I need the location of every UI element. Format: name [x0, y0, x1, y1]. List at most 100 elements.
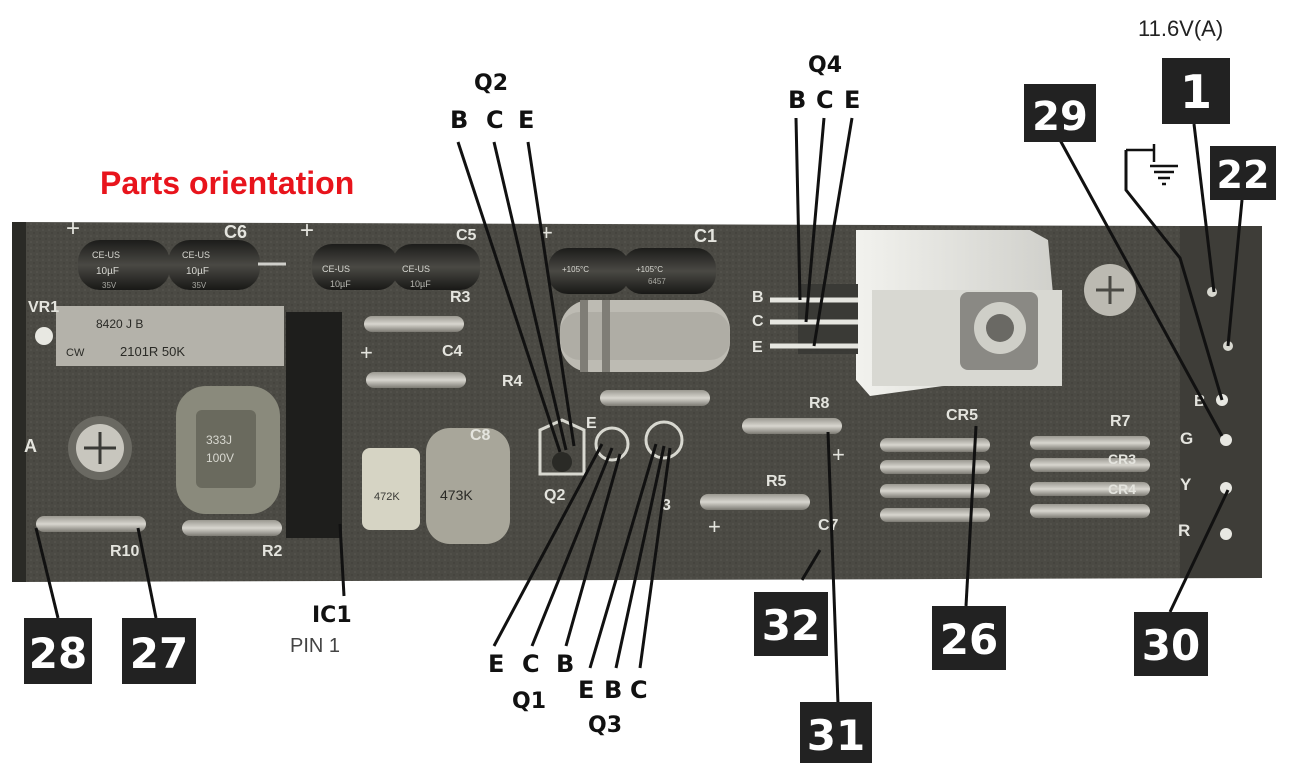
- vr-marking: CW: [66, 347, 85, 359]
- resistors: [36, 316, 1150, 536]
- q1-pin-b: B: [556, 650, 574, 678]
- q1-pin-c: C: [522, 650, 540, 678]
- tag-27-text: 27: [130, 629, 188, 678]
- tag-27: 27: [122, 618, 196, 684]
- silkscreen-q2: Q2: [544, 487, 565, 504]
- cap-marking: +105°C: [636, 265, 663, 274]
- transistor-q3: [644, 420, 684, 460]
- screw-right: [1084, 264, 1136, 316]
- silkscreen-r3: R3: [450, 289, 471, 306]
- tag-30-text: 30: [1142, 621, 1200, 670]
- silkscreen-c7: C7: [818, 517, 839, 534]
- tag-29-text: 29: [1032, 94, 1088, 140]
- heatsink: [856, 230, 1062, 396]
- silkscreen-wire-y: Y: [1180, 475, 1192, 494]
- tag-32-text: 32: [762, 601, 820, 650]
- q3-pin-b: B: [604, 676, 622, 704]
- silkscreen-c8: C8: [470, 427, 491, 444]
- cap-marking: 100V: [206, 451, 234, 465]
- silkscreen-wire-r: R: [1178, 521, 1190, 540]
- tag-1: 1: [1162, 58, 1230, 124]
- silkscreen-plus: +: [832, 442, 845, 467]
- silkscreen-a: A: [24, 436, 37, 456]
- q3-pin-e: E: [578, 676, 594, 704]
- cap-marking: 10µF: [96, 266, 119, 277]
- silkscreen-q4-e: E: [752, 339, 763, 356]
- tag-29: 29: [1024, 84, 1096, 142]
- cap-marking: 10µF: [330, 279, 351, 289]
- capacitor-c2: 333J 100V: [176, 386, 280, 514]
- ground-icon: [1126, 144, 1178, 186]
- capacitor-c1: +105°C +105°C 6457: [548, 248, 716, 294]
- tag-28-text: 28: [29, 629, 87, 678]
- cap-marking: CE-US: [92, 250, 120, 260]
- ic1-pin-label: PIN 1: [290, 635, 340, 657]
- cap-marking: +105°C: [562, 265, 589, 274]
- q4-label: Q4: [808, 53, 842, 78]
- cap-marking: 6457: [648, 277, 666, 286]
- q1-label: Q1: [512, 689, 546, 714]
- silkscreen-wire-b: B: [1194, 393, 1206, 410]
- power-resistor: [560, 300, 730, 372]
- tag-32: 32: [754, 592, 828, 656]
- diagram-title: Parts orientation: [100, 165, 354, 201]
- cap-marking: CE-US: [402, 264, 430, 274]
- cap-marking: CE-US: [182, 250, 210, 260]
- silkscreen-cr3: CR3: [1108, 451, 1136, 467]
- screw-left: [68, 416, 132, 480]
- silkscreen-r2: R2: [262, 543, 283, 560]
- tag-26-text: 26: [940, 615, 998, 664]
- silkscreen-q3: 3: [662, 497, 671, 514]
- cap-marking: 473K: [440, 487, 473, 503]
- silkscreen-c5: C5: [456, 227, 477, 244]
- silkscreen-cr4: CR4: [1108, 481, 1136, 497]
- q2-label: Q2: [474, 71, 508, 96]
- vr-marking: 2101R 50K: [120, 344, 185, 359]
- ic1-label: IC1: [312, 603, 352, 628]
- silkscreen-q4-b: B: [752, 289, 764, 306]
- tag-26: 26: [932, 606, 1006, 670]
- tag-1-text: 1: [1180, 65, 1212, 119]
- q4-pin-c: C: [816, 86, 834, 114]
- tag-22-text: 22: [1217, 153, 1270, 197]
- tag-30: 30: [1134, 612, 1208, 676]
- q4-pin-b: B: [788, 86, 806, 114]
- leader-lines: [34, 117, 1244, 705]
- silkscreen-c1: C1: [694, 226, 717, 246]
- silkscreen-wire-g: G: [1180, 429, 1193, 448]
- q2-pin-c: C: [486, 106, 504, 134]
- capacitor-c6: CE-US CE-US 10µF 10µF 35V 35V: [78, 240, 286, 290]
- silkscreen-r7: R7: [1110, 413, 1131, 430]
- silkscreen-plus: +: [360, 340, 373, 365]
- silkscreen-cr5: CR5: [946, 407, 978, 424]
- tag-28: 28: [24, 618, 92, 684]
- capacitor-c5: CE-US CE-US 10µF 10µF: [312, 244, 480, 290]
- silkscreen-vr1: VR1: [28, 299, 59, 316]
- silkscreen-plus: +: [300, 217, 314, 244]
- capacitor-large: 473K: [426, 428, 510, 544]
- trimmer-vr1: 8420 J B 2101R 50K CW: [35, 306, 284, 366]
- q2-pin-e: E: [518, 106, 534, 134]
- silkscreen-c4: C4: [442, 343, 463, 360]
- tag-31: 31: [800, 702, 872, 763]
- silkscreen-r8: R8: [809, 395, 830, 412]
- cap-marking: 35V: [102, 281, 117, 290]
- silkscreen-plus: +: [66, 215, 80, 242]
- silkscreen-r10: R10: [110, 543, 139, 560]
- silkscreen-q4-c: C: [752, 313, 764, 330]
- vr-marking: 8420 J B: [96, 317, 143, 331]
- cap-marking: 472K: [374, 491, 400, 503]
- q2-pin-b: B: [450, 106, 468, 134]
- ic1-package: [286, 312, 342, 538]
- q4-pin-e: E: [844, 86, 860, 114]
- silkscreen-e: E: [586, 415, 597, 432]
- cap-marking: CE-US: [322, 264, 350, 274]
- tag-22: 22: [1210, 146, 1276, 200]
- silkscreen-r5: R5: [766, 473, 787, 490]
- tag-31-text: 31: [807, 711, 865, 760]
- voltage-label: 11.6V(A): [1138, 16, 1223, 41]
- cap-marking: 10µF: [186, 266, 209, 277]
- cap-marking: 35V: [192, 281, 207, 290]
- silkscreen-r4: R4: [502, 373, 523, 390]
- q3-pin-c: C: [630, 676, 648, 704]
